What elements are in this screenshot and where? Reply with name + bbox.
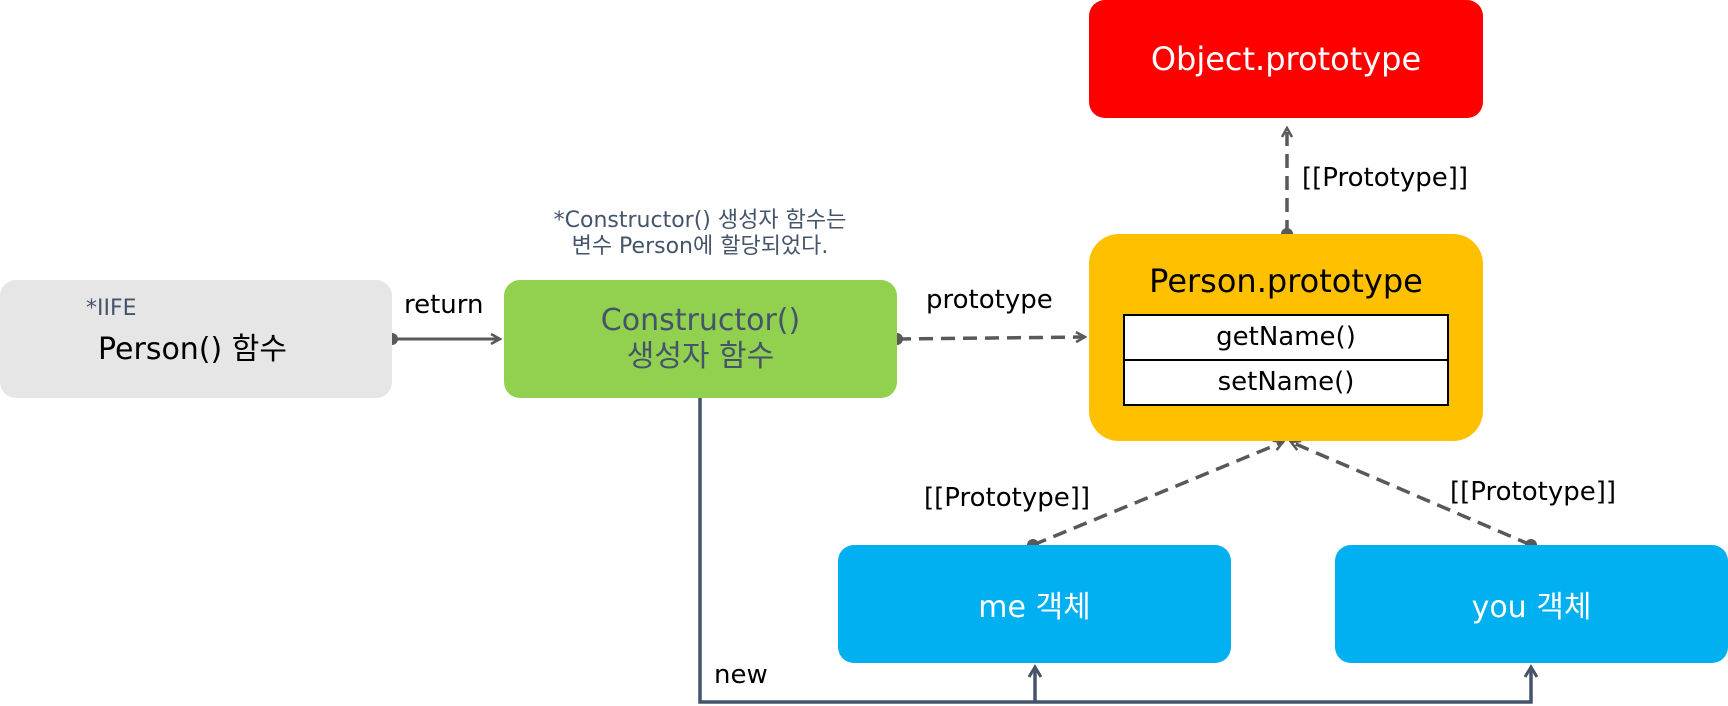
prototype-label: prototype [926,285,1053,315]
me-proto-label: [[Prototype]] [924,483,1091,513]
iife-title: Person() 함수 [98,332,287,367]
annotation-line-2: 변수 Person에 할당되었다. [571,234,829,259]
you-proto-label: [[Prototype]] [1450,477,1617,507]
constructor-node: Constructor() 생성자 함수 [504,280,897,398]
constructor-annotation: *Constructor() 생성자 함수는 변수 Person에 할당되었다. [530,208,870,260]
object-prototype-node: Object.prototype [1089,0,1483,118]
new-label: new [714,660,768,690]
return-label: return [404,290,484,320]
me-object-node: me 객체 [838,545,1231,663]
iife-person-function-node: *IIFE Person() 함수 [0,280,392,398]
proto-to-object-edge [1281,128,1293,240]
person-prototype-node: Person.prototype getName() setName() [1089,234,1483,441]
method-get-name: getName() [1216,322,1356,352]
person-prototype-methods: getName() setName() [1123,314,1449,406]
return-edge [386,333,500,345]
you-object-node: you 객체 [1335,545,1728,663]
person-prototype-title: Person.prototype [1149,262,1423,300]
prototype-edge [891,333,1085,345]
constructor-title: Constructor() [600,303,801,338]
method-set-name: setName() [1125,359,1447,404]
object-prototype-title: Object.prototype [1150,40,1422,78]
annotation-line-1: *Constructor() 생성자 함수는 [553,208,847,233]
me-object-title: me 객체 [978,590,1091,625]
you-object-title: you 객체 [1471,590,1592,625]
constructor-subtitle: 생성자 함수 [626,339,775,374]
iife-note: *IIFE [86,296,137,321]
new-edge [698,398,1531,704]
proto-to-object-label: [[Prototype]] [1302,163,1469,193]
